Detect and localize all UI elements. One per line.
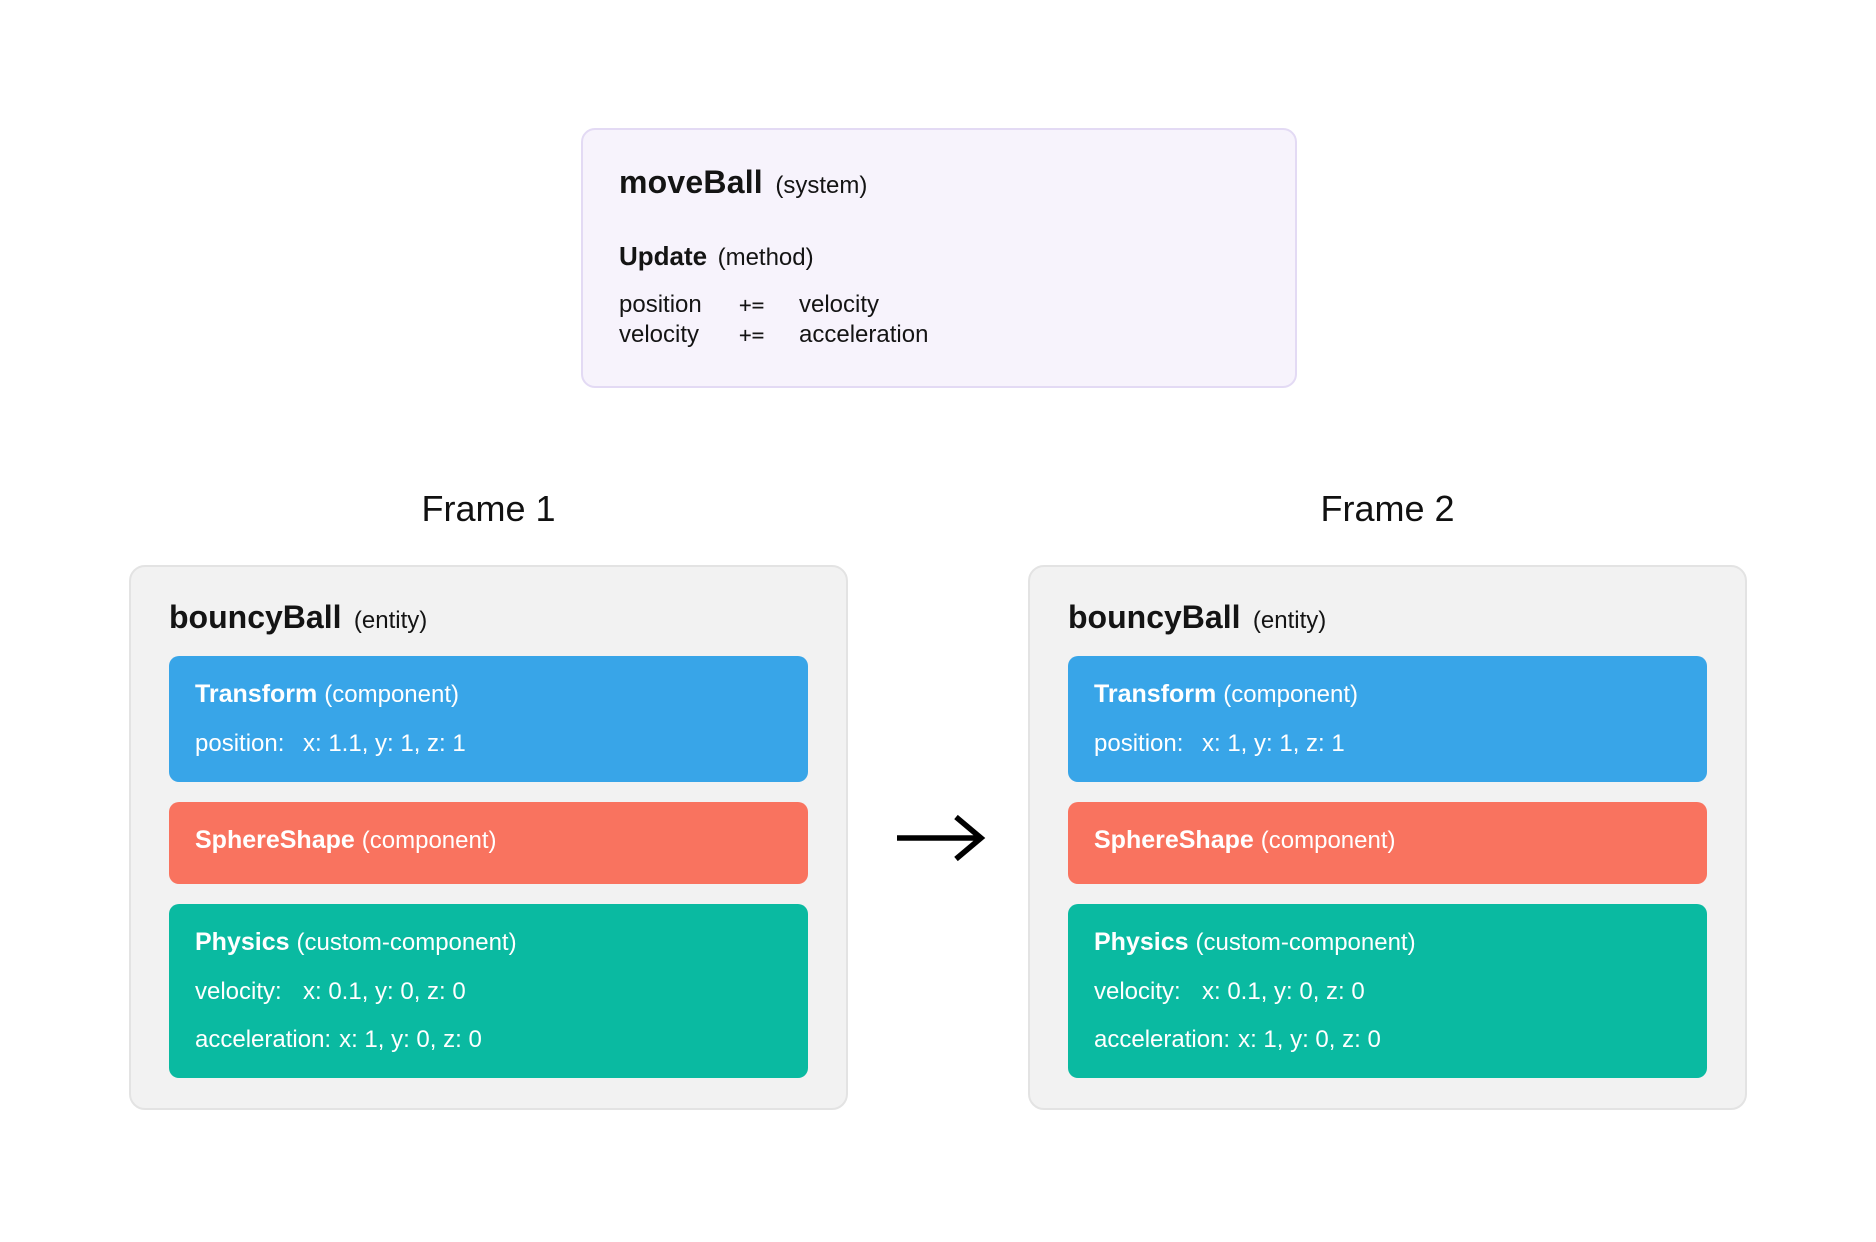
plus-equals-operator: += bbox=[739, 323, 765, 347]
field-value: x: 1, y: 1, z: 1 bbox=[1202, 730, 1345, 757]
component-type-label: (custom-component) bbox=[1195, 929, 1416, 956]
entity-name: bouncyBall bbox=[1068, 599, 1241, 635]
component-card-sphereshape: SphereShape(component) bbox=[1068, 802, 1707, 884]
field-key: position: bbox=[1094, 730, 1184, 757]
component-type-label: (component) bbox=[324, 681, 459, 708]
field-key: acceleration: bbox=[1094, 1026, 1231, 1053]
component-field: acceleration: x: 1, y: 0, z: 0 bbox=[195, 1026, 782, 1054]
field-key: acceleration: bbox=[195, 1026, 332, 1053]
code-lhs: position bbox=[619, 291, 702, 318]
frame-label: Frame 2 bbox=[1320, 488, 1455, 529]
component-title: Transform(component) bbox=[195, 678, 782, 714]
method-type-label: (method) bbox=[717, 244, 814, 271]
entity-type-label: (entity) bbox=[1252, 607, 1327, 634]
component-name: SphereShape bbox=[1094, 826, 1254, 854]
component-name: Transform bbox=[195, 680, 318, 708]
component-field: acceleration: x: 1, y: 0, z: 0 bbox=[1094, 1026, 1681, 1054]
field-value: x: 1, y: 0, z: 0 bbox=[339, 1026, 482, 1053]
right-arrow-icon bbox=[897, 814, 986, 862]
component-card-transform: Transform(component) position: x: 1.1, y: … bbox=[169, 656, 808, 782]
frame-label: Frame 1 bbox=[421, 488, 556, 529]
component-field: position: x: 1.1, y: 1, z: 1 bbox=[195, 730, 782, 758]
field-key: position: bbox=[195, 730, 285, 757]
field-key: velocity: bbox=[195, 978, 282, 1005]
component-name: SphereShape bbox=[195, 826, 355, 854]
component-card-physics: Physics(custom-component) velocity: x: 0.1… bbox=[1068, 904, 1707, 1078]
component-card-transform: Transform(component) position: x: 1, y: 1,… bbox=[1068, 656, 1707, 782]
field-value: x: 0.1, y: 0, z: 0 bbox=[303, 978, 466, 1005]
component-list: Transform(component)position:x: 1.1, y: … bbox=[169, 656, 808, 1078]
component-title: Transform(component) bbox=[1094, 678, 1681, 714]
component-type-label: (custom-component) bbox=[296, 929, 517, 956]
component-field: velocity: x: 0.1, y: 0, z: 0 bbox=[1094, 978, 1681, 1006]
code-line: velocity += acceleration bbox=[619, 320, 1259, 350]
system-name: moveBall bbox=[619, 164, 763, 200]
field-value: x: 0.1, y: 0, z: 0 bbox=[1202, 978, 1365, 1005]
entity-box: bouncyBall (entity) Transform(component)… bbox=[129, 565, 848, 1110]
component-list: Transform(component)position:x: 1, y: 1,… bbox=[1068, 656, 1707, 1078]
code-rhs: acceleration bbox=[799, 321, 929, 348]
component-card-sphereshape: SphereShape(component) bbox=[169, 802, 808, 884]
field-key: velocity: bbox=[1094, 978, 1181, 1005]
component-type-label: (component) bbox=[1223, 681, 1358, 708]
code-line: position += velocity bbox=[619, 290, 1259, 320]
entity-type-label: (entity) bbox=[353, 607, 428, 634]
component-name: Physics bbox=[195, 928, 290, 956]
entity-box: bouncyBall (entity) Transform(component)… bbox=[1028, 565, 1747, 1110]
component-title: SphereShape(component) bbox=[195, 824, 782, 860]
component-card-physics: Physics(custom-component) velocity: x: 0.1… bbox=[169, 904, 808, 1078]
component-type-label: (component) bbox=[1260, 827, 1396, 854]
method-title: Update (method) bbox=[619, 241, 1259, 272]
entity-name: bouncyBall bbox=[169, 599, 342, 635]
component-title: SphereShape(component) bbox=[1094, 824, 1681, 860]
component-title: Physics(custom-component) bbox=[195, 926, 782, 962]
component-field: position: x: 1, y: 1, z: 1 bbox=[1094, 730, 1681, 758]
component-name: Transform bbox=[1094, 680, 1217, 708]
plus-equals-operator: += bbox=[739, 293, 765, 317]
field-value: x: 1.1, y: 1, z: 1 bbox=[303, 730, 466, 757]
code-lhs: velocity bbox=[619, 321, 700, 348]
code-rhs: velocity bbox=[799, 291, 880, 318]
field-value: x: 1, y: 0, z: 0 bbox=[1238, 1026, 1381, 1053]
component-type-label: (component) bbox=[361, 827, 497, 854]
method-code: position += velocity velocity += acceler… bbox=[619, 290, 1259, 350]
component-title: Physics(custom-component) bbox=[1094, 926, 1681, 962]
entity-title: bouncyBall (entity) bbox=[169, 599, 808, 636]
component-name: Physics bbox=[1094, 928, 1189, 956]
method-name: Update bbox=[619, 241, 708, 271]
system-type-label: (system) bbox=[775, 172, 868, 199]
entity-title: bouncyBall (entity) bbox=[1068, 599, 1707, 636]
component-field: velocity: x: 0.1, y: 0, z: 0 bbox=[195, 978, 782, 1006]
system-box: moveBall (system) Update (method) positi… bbox=[581, 128, 1297, 388]
system-title: moveBall (system) bbox=[619, 164, 1259, 201]
